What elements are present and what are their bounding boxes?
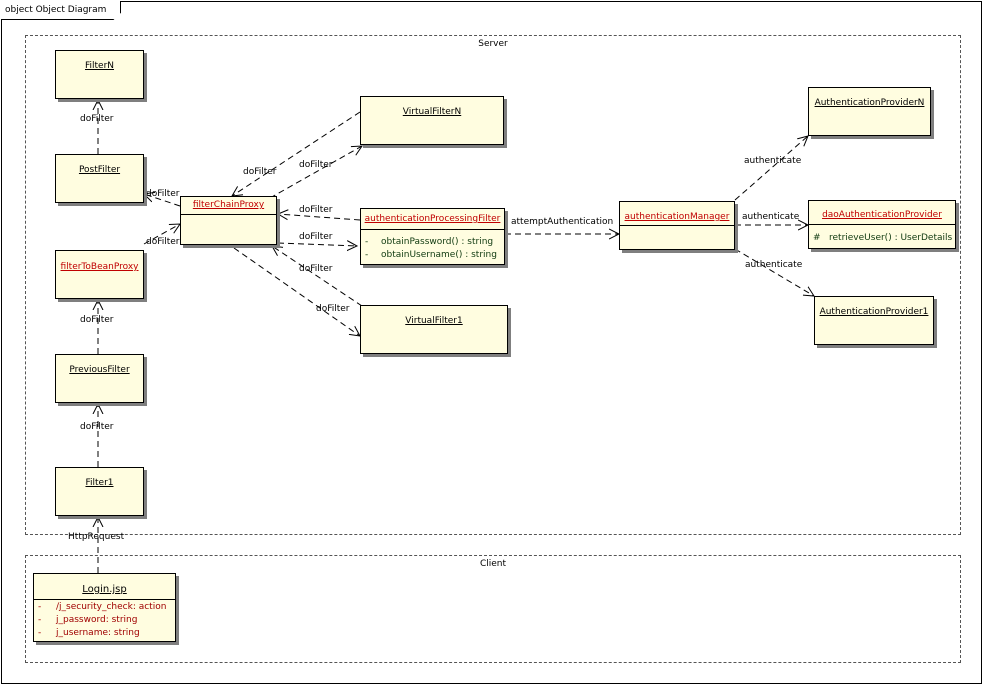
connector-manager-provider1 [734,248,814,296]
object-filterchainproxy-name: filterChainProxy [192,200,265,210]
label-dofilter-2: doFilter [146,189,180,199]
label-dofilter-9: doFilter [299,232,333,242]
object-authenticationprocessingfilter-name: authenticationProcessingFilter [364,214,501,224]
connector-vfn-chain [232,111,361,196]
diagram-title: object Object Diagram [1,1,121,20]
object-filterchainproxy[interactable]: filterChainProxy [180,196,277,245]
connector-beanproxy-chain [143,224,180,245]
package-server-label: Server [478,39,508,49]
object-authenticationprovidern-name: AuthenticationProviderN [814,98,925,108]
object-virtualfilter1[interactable]: VirtualFilter1 [360,305,508,354]
label-attempt-authentication: attemptAuthentication [511,217,614,227]
label-dofilter-3: doFilter [146,237,180,247]
object-separator [181,214,276,215]
label-authenticate-1: authenticate [744,156,802,166]
attr-marker: - [38,615,42,625]
label-dofilter-8: doFilter [299,205,333,215]
object-postfilter-name: PostFilter [78,165,121,175]
object-authenticationmanager-name: authenticationManager [624,212,730,222]
attr-retrieve-user: retrieveUser() : UserDetails [829,233,953,243]
attr-j-password: j_password: string [56,615,138,625]
label-dofilter-1: doFilter [80,114,114,124]
object-authenticationprovider1[interactable]: AuthenticationProvider1 [814,296,934,345]
connector-chain-postfilter [144,194,181,207]
object-separator [34,599,175,600]
connector-apf-chain [278,214,361,221]
connector-chain-vf1 [233,247,360,336]
package-server[interactable]: Server [25,35,961,535]
object-postfilter[interactable]: PostFilter [55,154,144,203]
object-separator [361,229,504,230]
package-client-label: Client [479,559,507,569]
object-previousfilter-name: PreviousFilter [69,365,130,375]
attr-j-security-check: /j_security_check: action [56,602,167,612]
connector-manager-providern [734,136,808,201]
object-filtern-name: FilterN [84,61,115,71]
attr-marker: - [365,237,369,247]
label-dofilter-6: doFilter [243,167,277,177]
attr-j-username: j_username: string [56,628,140,638]
label-dofilter-11: doFilter [316,304,350,314]
object-filter1[interactable]: Filter1 [55,467,144,516]
object-authenticationprovider1-name: AuthenticationProvider1 [819,307,929,317]
object-login-jsp[interactable]: Login.jsp - /j_security_check: action - … [33,573,176,642]
object-authenticationprovidern[interactable]: AuthenticationProviderN [808,87,931,136]
connector-chain-apf [277,243,357,246]
attr-obtain-password: obtainPassword() : string [381,237,494,247]
label-authenticate-2: authenticate [742,212,800,222]
attr-marker: - [365,250,369,260]
label-http-request: HttpRequest [68,532,125,542]
connector-chain-vfn [269,146,362,199]
object-authenticationprocessingfilter[interactable]: authenticationProcessingFilter - obtainP… [360,208,505,265]
attr-marker: - [38,602,42,612]
object-virtualfiltern[interactable]: VirtualFilterN [360,96,504,145]
label-dofilter-4: doFilter [80,315,114,325]
object-virtualfiltern-name: VirtualFilterN [402,107,462,117]
object-authenticationmanager[interactable]: authenticationManager [619,201,735,250]
label-dofilter-7: doFilter [299,160,333,170]
object-separator [809,224,955,225]
label-dofilter-10: doFilter [299,264,333,274]
object-filtertobeanproxy[interactable]: filterToBeanProxy [55,250,144,299]
connector-vf1-chain [272,246,363,307]
package-client[interactable]: Client [25,555,961,663]
object-filtern[interactable]: FilterN [55,50,144,99]
object-virtualfilter1-name: VirtualFilter1 [405,316,463,326]
label-dofilter-5: doFilter [80,422,114,432]
object-filtertobeanproxy-name: filterToBeanProxy [60,262,139,272]
object-login-jsp-name: Login.jsp [82,584,127,595]
object-daoauthenticationprovider-name: daoAuthenticationProvider [822,210,942,220]
attr-obtain-username: obtainUsername() : string [381,250,497,260]
object-daoauthenticationprovider[interactable]: daoAuthenticationProvider # retrieveUser… [808,200,956,249]
object-separator [620,225,734,226]
object-previousfilter[interactable]: PreviousFilter [55,354,144,403]
attr-marker: # [813,233,821,243]
label-authenticate-3: authenticate [745,260,803,270]
attr-marker: - [38,628,42,638]
object-filter1-name: Filter1 [85,478,114,488]
